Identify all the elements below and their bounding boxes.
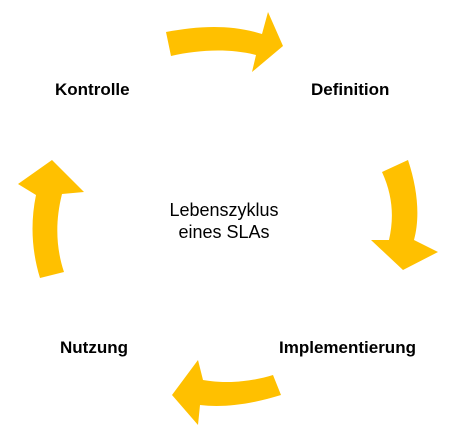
center-title-line-1: Lebenszyklus — [169, 200, 279, 220]
stage-label-implementierung: Implementierung — [279, 338, 416, 357]
center-title: Lebenszyklus eines SLAs — [140, 199, 308, 243]
center-title-line-2: eines SLAs — [178, 222, 270, 242]
stage-label-nutzung: Nutzung — [60, 338, 128, 357]
stage-label-definition: Definition — [311, 80, 390, 99]
arrow-implementierung-to-nutzung — [172, 360, 281, 425]
arrow-nutzung-to-kontrolle — [18, 160, 84, 278]
arrow-kontrolle-to-definition — [166, 12, 283, 72]
stage-label-kontrolle: Kontrolle — [55, 80, 130, 99]
arrow-definition-to-implementierung — [371, 160, 438, 270]
